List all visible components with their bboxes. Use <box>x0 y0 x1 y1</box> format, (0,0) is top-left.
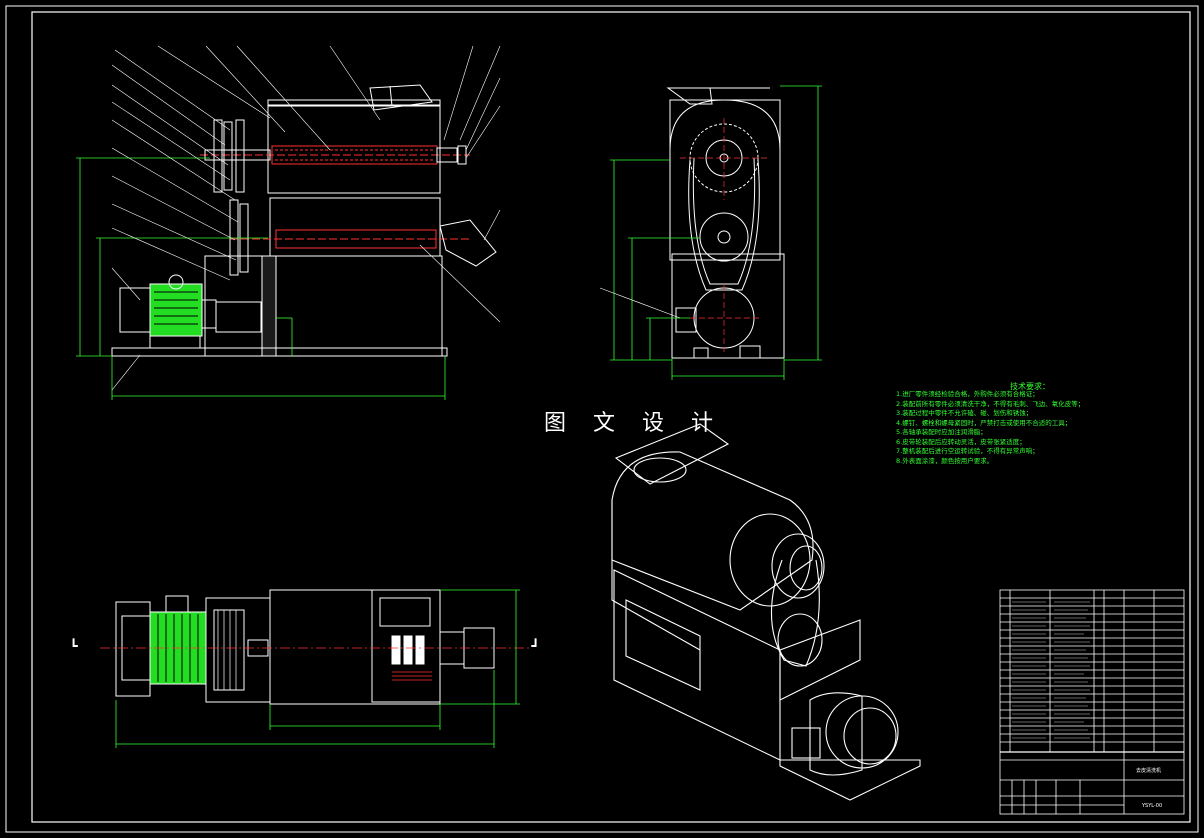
technical-requirements: 1.进厂零件须经检验合格，外购件必须有合格证； 2.装配前所有零件必须清洗干净，… <box>896 390 1196 466</box>
drawing-name: 去皮清洗机 <box>1136 767 1161 774</box>
requirement-item: 6.皮带轮装配后应转动灵活，皮带张紧适度； <box>896 437 1026 446</box>
technical-requirements-title: 技术要求： <box>1010 382 1050 391</box>
requirement-item: 1.进厂零件须经检验合格，外购件必须有合格证； <box>896 390 1039 398</box>
isometric-view <box>611 423 921 801</box>
top-view: └ ┘ <box>70 589 540 748</box>
watermark: 图 文 设 计 <box>544 411 723 436</box>
requirement-item: 2.装配前所有零件必须清洗干净，不得有毛刺、飞边、氧化皮等； <box>896 399 1085 408</box>
svg-text:┘: ┘ <box>531 638 539 653</box>
svg-text:└: └ <box>70 638 78 653</box>
side-view <box>599 85 822 380</box>
front-section-view <box>76 45 501 400</box>
drawing-number: YSYL-00 <box>1141 803 1162 809</box>
requirement-item: 4.螺钉、螺栓和螺母紧固时，严禁打击或使用不合适的工具； <box>896 418 1072 427</box>
requirement-item: 8.外表面涂漆，颜色按用户要求。 <box>896 456 994 465</box>
requirement-item: 3.装配过程中零件不允许磕、碰、划伤和锈蚀； <box>896 409 1033 417</box>
requirement-item: 7.整机装配后进行空运转试验，不得有异常声响； <box>896 447 1039 455</box>
title-block <box>999 589 1185 815</box>
requirement-item: 5.各轴承装配时应加注润滑脂； <box>896 428 987 436</box>
